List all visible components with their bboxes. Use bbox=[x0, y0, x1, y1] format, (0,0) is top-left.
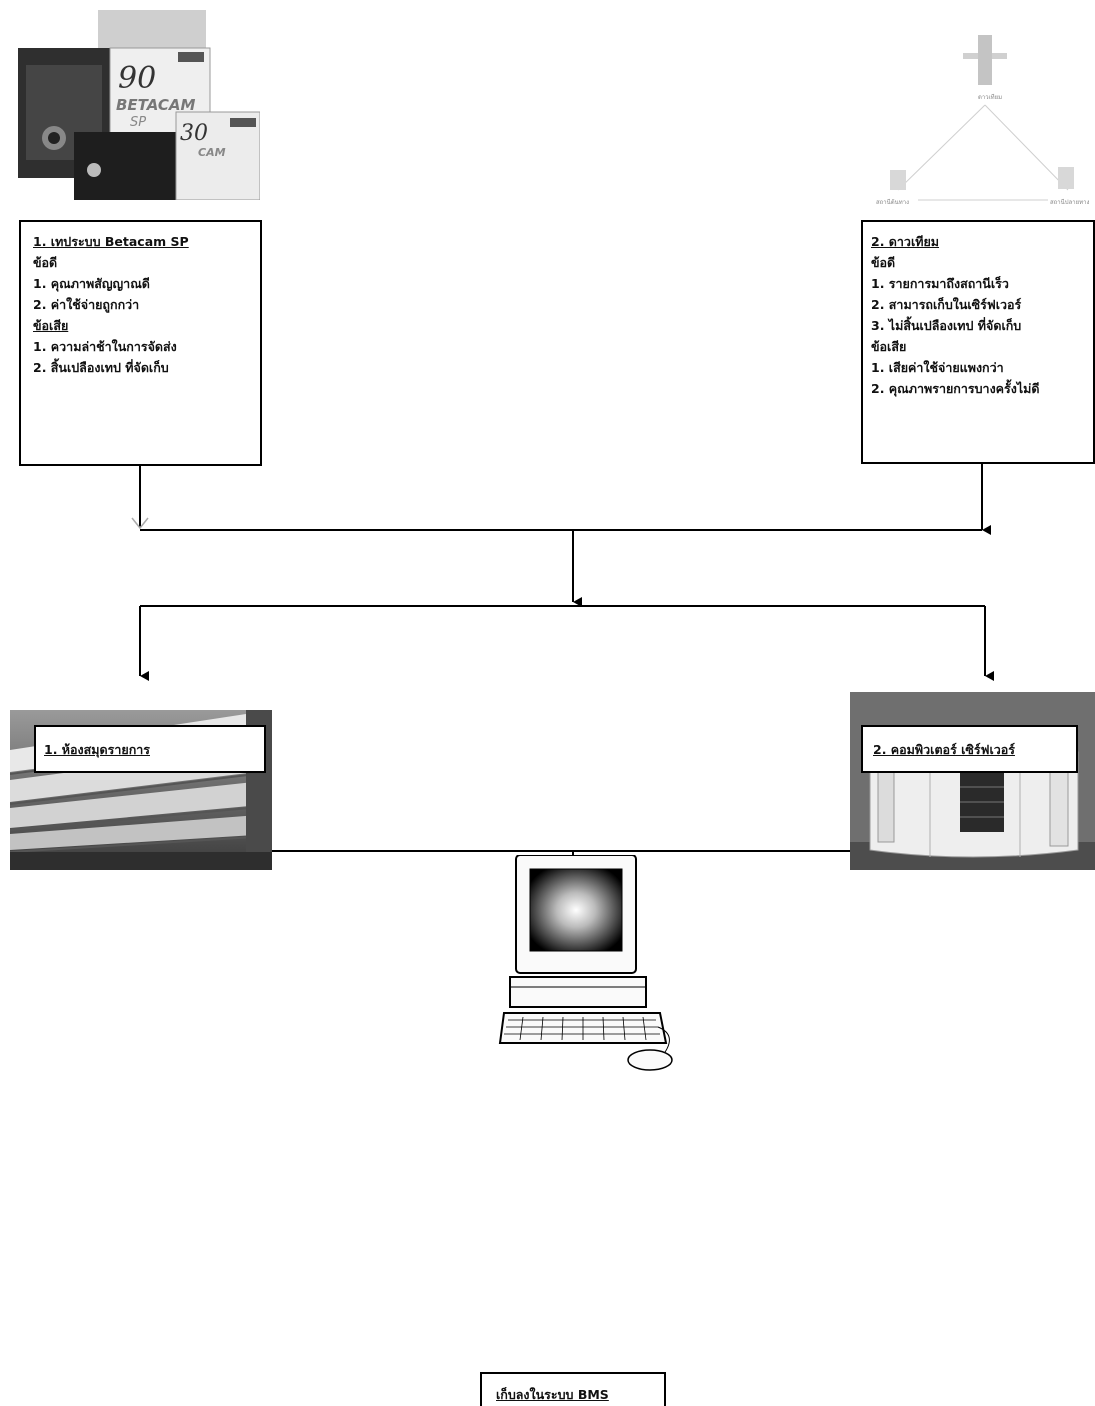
box1-con-item: 1. ความล่าช้าในการจัดส่ง bbox=[33, 339, 177, 354]
satellite-diagram-image: ดาวเทียม สถานีต้นทาง สถานีปลายทาง bbox=[868, 15, 1095, 210]
box2-cons-label: ข้อเสีย bbox=[871, 339, 907, 354]
box1-pros-label: ข้อดี bbox=[33, 255, 58, 270]
box2-pro-item: 2. สามารถเก็บในเซิร์ฟเวอร์ bbox=[871, 297, 1022, 312]
betacam-tapes-image: 90 BETACAM SP 30 CAM bbox=[18, 10, 260, 200]
library-label-box: 1. ห้องสมุดรายการ bbox=[34, 725, 266, 773]
storage2-label: 2. คอมพิวเตอร์ เซิร์ฟเวอร์ bbox=[873, 742, 1015, 757]
box2-con-item: 1. เสียค่าใช้จ่ายแพงกว่า bbox=[871, 360, 1004, 375]
storage1-label: 1. ห้องสมุดรายการ bbox=[44, 742, 150, 757]
computer-image bbox=[498, 855, 676, 1075]
box1-pro-item: 1. คุณภาพสัญญาณดี bbox=[33, 276, 150, 291]
tape-label-cam: CAM bbox=[198, 146, 226, 159]
box1-cons-label: ข้อเสีย bbox=[33, 318, 69, 333]
svg-text:ดาวเทียม: ดาวเทียม bbox=[978, 93, 1002, 101]
box2-con-item: 2. คุณภาพรายการบางครั้งไม่ดี bbox=[871, 381, 1040, 396]
satellite-info-box: 2. ดาวเทียม ข้อดี 1. รายการมาถึงสถานีเร็… bbox=[861, 220, 1095, 464]
bms-label-box: เก็บลงในระบบ BMS bbox=[480, 1372, 666, 1406]
server-image bbox=[850, 692, 1095, 870]
tape-label-90: 90 bbox=[118, 61, 156, 96]
svg-text:สถานีปลายทาง: สถานีปลายทาง bbox=[1050, 198, 1089, 206]
box2-pro-item: 1. รายการมาถึงสถานีเร็ว bbox=[871, 276, 1009, 291]
box2-pro-item: 3. ไม่สิ้นเปลืองเทป ที่จัดเก็บ bbox=[871, 318, 1022, 333]
tape-label-30: 30 bbox=[180, 121, 208, 146]
betacam-info-box: 1. เทประบบ Betacam SP ข้อดี 1. คุณภาพสัญ… bbox=[19, 220, 262, 466]
final-label: เก็บลงในระบบ BMS bbox=[496, 1387, 609, 1402]
box2-pros-label: ข้อดี bbox=[871, 255, 896, 270]
tape-label-sp: SP bbox=[130, 115, 146, 130]
box1-pro-item: 2. ค่าใช้จ่ายถูกกว่า bbox=[33, 297, 140, 312]
box1-con-item: 2. สิ้นเปลืองเทป ที่จัดเก็บ bbox=[33, 360, 169, 375]
box1-title: 1. เทประบบ Betacam SP bbox=[33, 234, 189, 249]
svg-text:สถานีต้นทาง: สถานีต้นทาง bbox=[876, 198, 909, 206]
server-label-box: 2. คอมพิวเตอร์ เซิร์ฟเวอร์ bbox=[861, 725, 1078, 773]
box2-title: 2. ดาวเทียม bbox=[871, 234, 940, 249]
tape-label-betacam: BETACAM bbox=[116, 96, 196, 114]
